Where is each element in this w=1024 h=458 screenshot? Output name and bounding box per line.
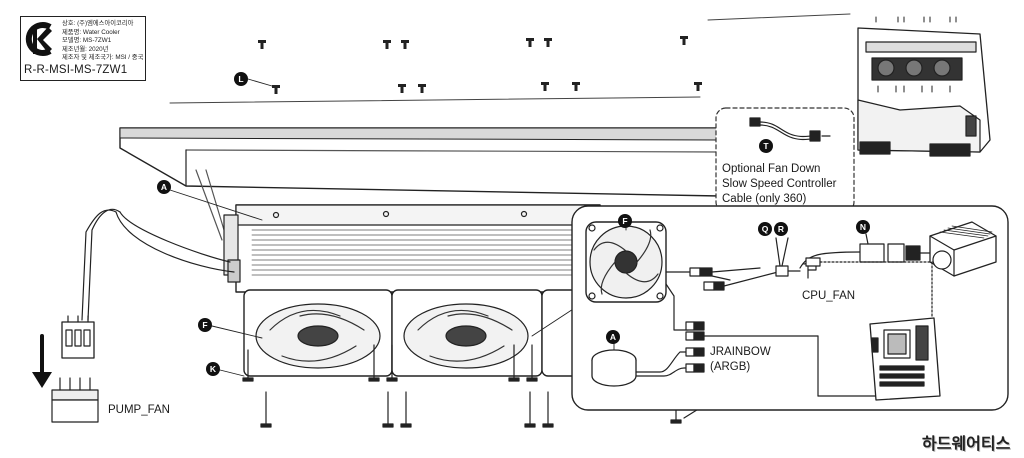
optional-cable-box <box>715 107 855 213</box>
kc-line-date: 제조년월: 2020년 <box>62 45 109 53</box>
pump-fan-label: PUMP_FAN <box>108 404 170 416</box>
optional-cable-note: Optional Fan Down Slow Speed Controller … <box>722 162 836 207</box>
fans-row <box>243 289 583 377</box>
pump-tubes <box>81 208 235 321</box>
mounting-screws-top <box>258 36 702 94</box>
callout-badge-l: L <box>234 72 248 86</box>
down-arrow-icon <box>32 334 52 388</box>
kc-line-model: 모델명: MS-7ZW1 <box>62 37 112 45</box>
kc-line-manufacturer: 제조자 및 제조국가: MSI / 중국 <box>62 54 144 62</box>
callout-badge-f-panel: F <box>618 214 632 228</box>
radiator <box>223 204 601 293</box>
note-line-1: Optional Fan Down <box>722 163 821 175</box>
cpu-fan-header-lines <box>805 257 933 317</box>
callout-badge-a-pump: A <box>606 330 620 344</box>
kc-info-lines: 상호: (주)엠에스아이코리아 제품명: Water Cooler 모델명: M… <box>62 20 143 63</box>
kc-registration-number: R-R-MSI-MS-7ZW1 <box>24 64 128 76</box>
kc-line-product: 제품명: Water Cooler <box>62 28 120 36</box>
kc-line-company: 상호: (주)엠에스아이코리아 <box>62 20 134 27</box>
callout-badge-k: K <box>206 362 220 376</box>
callout-badge-t: T <box>759 139 773 153</box>
cpu-fan-label: CPU_FAN <box>802 290 856 302</box>
fan-screws <box>242 344 701 428</box>
callout-badge-n: N <box>856 220 870 234</box>
guide-lines <box>169 13 851 104</box>
pump-block-icon <box>591 347 705 387</box>
callout-badge-f-fans: F <box>198 318 212 332</box>
callout-badge-a-radiator: A <box>157 180 171 194</box>
connection-detail-panel <box>571 205 1009 411</box>
callout-badge-q: Q <box>758 222 772 236</box>
callout-badge-r: R <box>774 222 788 236</box>
kc-logo-icon <box>25 22 52 56</box>
chassis-top-panel <box>119 127 721 251</box>
fan-icon <box>585 221 667 303</box>
fan-cables <box>665 237 937 397</box>
kc-certification-label <box>20 16 146 81</box>
sata-power-cable <box>859 233 931 263</box>
watermark: 하드웨어티스 <box>922 436 1011 453</box>
motherboard-icon <box>869 317 941 401</box>
note-line-3: Cable (only 360) <box>722 193 807 205</box>
jrainbow-label: JRAINBOW <box>710 346 771 358</box>
pump-fan-connector <box>61 315 95 359</box>
motherboard-header-pins <box>51 377 99 423</box>
slow-speed-cable-icon <box>749 117 831 142</box>
chassis-inset <box>857 16 991 157</box>
argb-label: (ARGB) <box>710 361 751 373</box>
note-line-2: Slow Speed Controller <box>722 178 837 190</box>
